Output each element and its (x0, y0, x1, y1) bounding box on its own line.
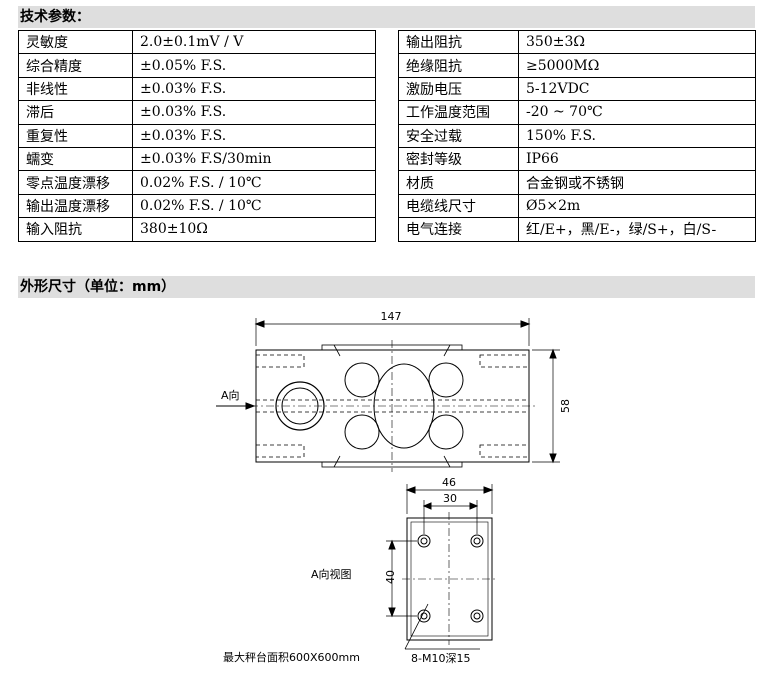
spec-right-label: 电缆线尺寸 (398, 193, 519, 219)
spec-left-value: ±0.03% F.S. (132, 100, 376, 125)
spec-left-row: 非线性±0.03% F.S. (18, 76, 376, 102)
spec-left-row: 蠕变±0.03% F.S/30min (18, 146, 376, 172)
spec-right-value: 150% F.S. (518, 123, 756, 148)
spec-left-row: 综合精度±0.05% F.S. (18, 53, 376, 78)
dim-width-147: 147 (381, 310, 402, 323)
dim-hole-spacing-40: 40 (384, 570, 397, 584)
platform-note: 最大秤台面积600X600mm (223, 650, 360, 664)
spec-left-label: 灵敏度 (18, 29, 133, 55)
spec-left-label: 综合精度 (18, 53, 133, 78)
spec-left-value: 2.0±0.1mV / V (132, 29, 376, 55)
spec-left-label: 重复性 (18, 123, 133, 148)
spec-left-value: 380±10Ω (132, 217, 376, 242)
spec-right-row: 工作温度范围-20 ~ 70℃ (398, 100, 756, 125)
spec-left-value: 0.02% F.S. / 10℃ (132, 193, 376, 219)
end-view-title: A向视图 (311, 567, 352, 581)
cable-port (275, 381, 325, 431)
spec-right-value: IP66 (518, 146, 756, 172)
spec-right-value: -20 ~ 70℃ (518, 100, 756, 125)
spec-left-label: 零点温度漂移 (18, 170, 133, 195)
spec-right-label: 密封等级 (398, 146, 519, 172)
dim-end-width-46: 46 (442, 476, 456, 489)
spec-left-value: 0.02% F.S. / 10℃ (132, 170, 376, 195)
spec-left-label: 滞后 (18, 100, 133, 125)
dimension-drawing: 147 58 A向 46 30 40 A向视图 8-M10深15 最大秤台面积6… (216, 310, 572, 665)
spec-left-label: 非线性 (18, 76, 133, 102)
dim-end-width-30: 30 (443, 492, 457, 505)
spec-right-label: 材质 (398, 170, 519, 195)
spec-right-row: 材质合金钢或不锈钢 (398, 170, 756, 195)
spec-section-title: 技术参数： (18, 6, 755, 28)
spec-right-label: 安全过载 (398, 123, 519, 148)
spec-right-label: 绝缘阻抗 (398, 53, 519, 78)
spec-right-label: 输出阻抗 (398, 29, 519, 55)
spec-left-value: ±0.03% F.S/30min (132, 146, 376, 172)
spec-left-label: 蠕变 (18, 146, 133, 172)
spec-right-value: 合金钢或不锈钢 (518, 170, 756, 195)
spec-right-label: 工作温度范围 (398, 100, 519, 125)
spec-right-row: 电气连接红/E+，黑/E-，绿/S+，白/S- (398, 217, 756, 242)
spec-right-value: 350±3Ω (518, 29, 756, 55)
dimension-section-title: 外形尺寸（单位：mm） (18, 276, 755, 298)
dim-height-58: 58 (559, 399, 572, 413)
spec-left-label: 输入阻抗 (18, 217, 133, 242)
spec-right-value: 红/E+，黑/E-，绿/S+，白/S- (518, 217, 756, 242)
spec-right-value: Ø5×2m (518, 193, 756, 219)
spec-right-row: 绝缘阻抗≥5000MΩ (398, 53, 756, 78)
spec-right-value: 5-12VDC (518, 76, 756, 102)
spec-left-row: 滞后±0.03% F.S. (18, 100, 376, 125)
spec-left-value: ±0.03% F.S. (132, 76, 376, 102)
spec-left-value: ±0.05% F.S. (132, 53, 376, 78)
hole-callout: 8-M10深15 (411, 652, 470, 665)
spec-right-label: 电气连接 (398, 217, 519, 242)
spec-left-value: ±0.03% F.S. (132, 123, 376, 148)
direction-label: A向 (221, 388, 240, 402)
spec-left-label: 输出温度漂移 (18, 193, 133, 219)
spec-right-value: ≥5000MΩ (518, 53, 756, 78)
spec-right-label: 激励电压 (398, 76, 519, 102)
spec-left-row: 重复性±0.03% F.S. (18, 123, 376, 148)
